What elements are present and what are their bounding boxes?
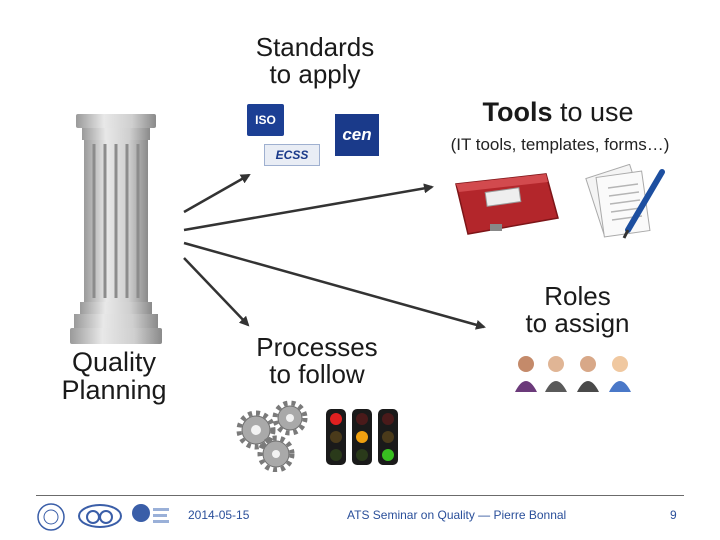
footer-divider <box>36 495 684 496</box>
cern-logo <box>36 502 66 532</box>
tools-label: Tools to use <box>458 98 658 126</box>
standards-label: Standards to apply <box>255 32 375 90</box>
arrow-to-standards <box>183 173 251 214</box>
arrow-to-processes <box>183 257 250 327</box>
en-department-logo <box>131 502 171 532</box>
pillar-icon <box>70 108 162 348</box>
ecss-logo: ECSS <box>264 144 320 166</box>
anniversary-logo <box>76 500 124 534</box>
footer-date: 2014-05-15 <box>188 508 250 522</box>
arrow-to-roles <box>183 241 486 330</box>
tools-label-bold: Tools <box>482 97 553 127</box>
tools-label-rest: to use <box>552 97 634 127</box>
toolbox-icon <box>450 170 562 238</box>
page-number: 9 <box>670 508 677 522</box>
roles-label: Roles to assign <box>525 281 630 339</box>
documents-icon <box>580 164 670 242</box>
cen-logo: cen <box>335 114 379 156</box>
traffic-lights-icon <box>326 409 398 465</box>
iso-logo: ISO <box>247 104 284 136</box>
gears-icon <box>232 400 318 472</box>
quality-planning-label: Quality Planning <box>61 347 167 406</box>
people-icon <box>512 352 636 392</box>
processes-label: Processes to follow <box>256 332 378 390</box>
tools-subtitle: (IT tools, templates, forms…) <box>450 135 670 154</box>
footer-title: ATS Seminar on Quality — Pierre Bonnal <box>347 508 567 522</box>
arrow-to-tools <box>183 183 434 232</box>
